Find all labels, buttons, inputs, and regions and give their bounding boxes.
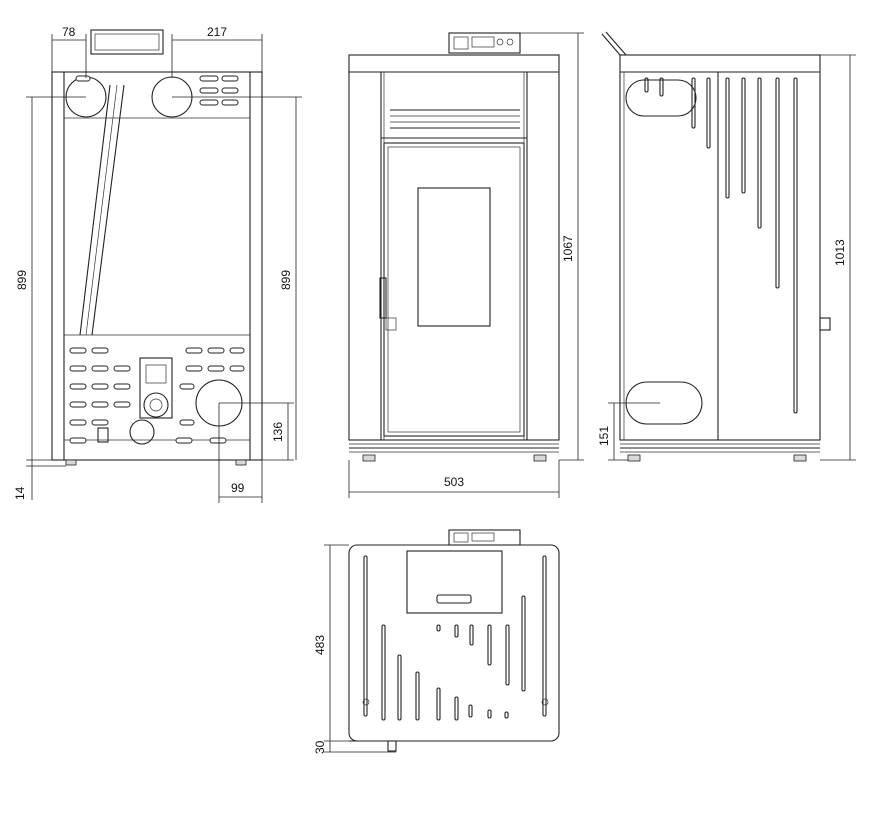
top-hopper-lid	[406, 550, 503, 614]
side-internal-bars	[644, 77, 798, 414]
top-dimensions: 483 30	[313, 544, 396, 754]
top-internal-bars	[363, 555, 547, 721]
front-view	[348, 32, 560, 462]
front-door-handle	[379, 277, 387, 319]
top-control-panel	[448, 529, 521, 546]
dim-rear-height-left: 899	[15, 270, 29, 290]
dim-side-height: 1013	[833, 239, 847, 266]
front-door-glass	[417, 187, 491, 327]
dim-rear-left-offset: 78	[62, 25, 76, 39]
front-door	[383, 142, 525, 437]
dim-rear-outlet-offset: 99	[231, 481, 245, 495]
rear-top-slots	[75, 75, 239, 106]
dim-top-handle: 30	[313, 740, 327, 754]
front-grille	[381, 109, 527, 139]
side-dimensions: 1013 151	[597, 54, 856, 461]
rear-dimensions: 78 217 899 899 14 136 99	[13, 25, 302, 503]
front-control-panel	[448, 32, 521, 54]
side-view	[601, 31, 831, 462]
rear-auger-motor	[139, 357, 173, 419]
rear-display-box	[90, 29, 164, 55]
dim-rear-right-offset: 217	[207, 25, 227, 39]
rear-view	[51, 29, 263, 466]
side-flue-opening	[625, 79, 697, 117]
top-view	[348, 529, 560, 752]
rear-vent-slots	[69, 347, 245, 444]
dim-side-inlet-height: 151	[597, 426, 611, 446]
dim-top-depth: 483	[313, 635, 327, 655]
dim-rear-outlet-height: 136	[271, 422, 285, 442]
front-dimensions: 503 1067	[348, 32, 584, 498]
dim-front-width: 503	[444, 475, 464, 489]
dim-rear-feet: 14	[13, 486, 27, 500]
dim-front-height: 1067	[561, 235, 575, 262]
dim-rear-height-right: 899	[279, 270, 293, 290]
top-hopper-handle	[436, 594, 472, 604]
